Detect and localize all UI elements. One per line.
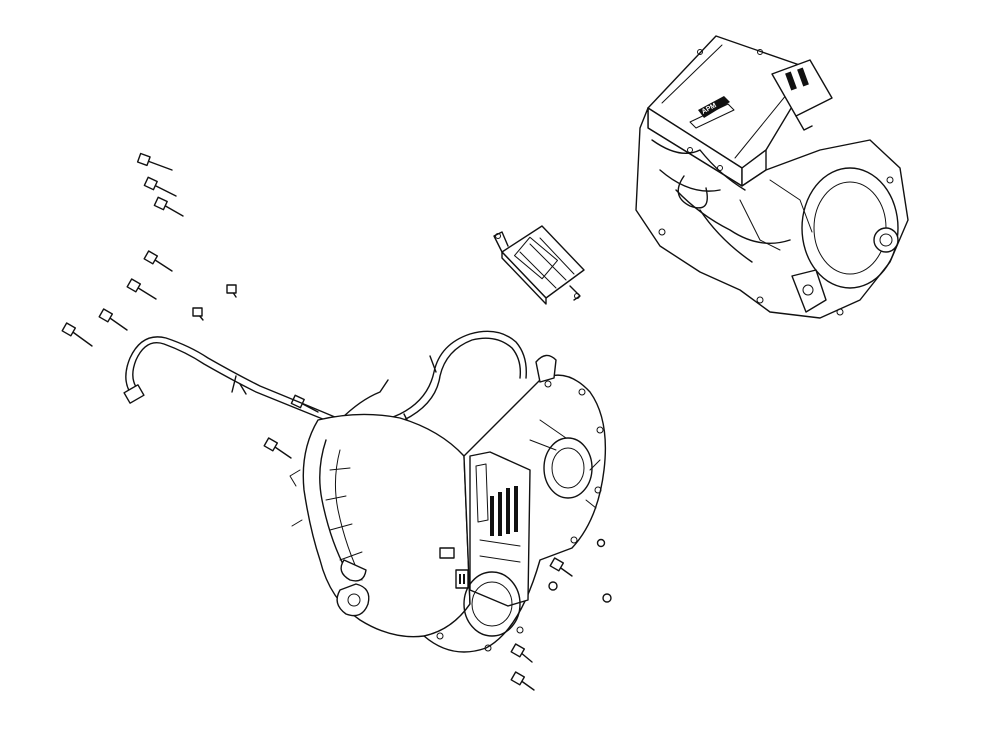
bolt [192,307,204,321]
bolt [510,671,535,691]
bolt [510,643,533,663]
bolt [263,437,292,459]
bolt [126,278,157,300]
wiring-harness [123,330,527,431]
bolt [61,322,93,347]
bolt [143,176,177,197]
bolt [290,394,319,413]
transmission-housing [289,354,607,653]
nut [548,581,558,591]
bolt [98,308,128,331]
mounting-bolts [61,152,612,691]
control-module-bracket [493,225,585,305]
nut [596,538,606,548]
bolt [143,250,173,272]
bolt [226,284,237,298]
bolt [549,557,573,577]
nut [602,593,612,603]
bolt [136,152,173,171]
bolt [153,196,184,217]
motor-inverter-assembly: APM [635,35,909,319]
